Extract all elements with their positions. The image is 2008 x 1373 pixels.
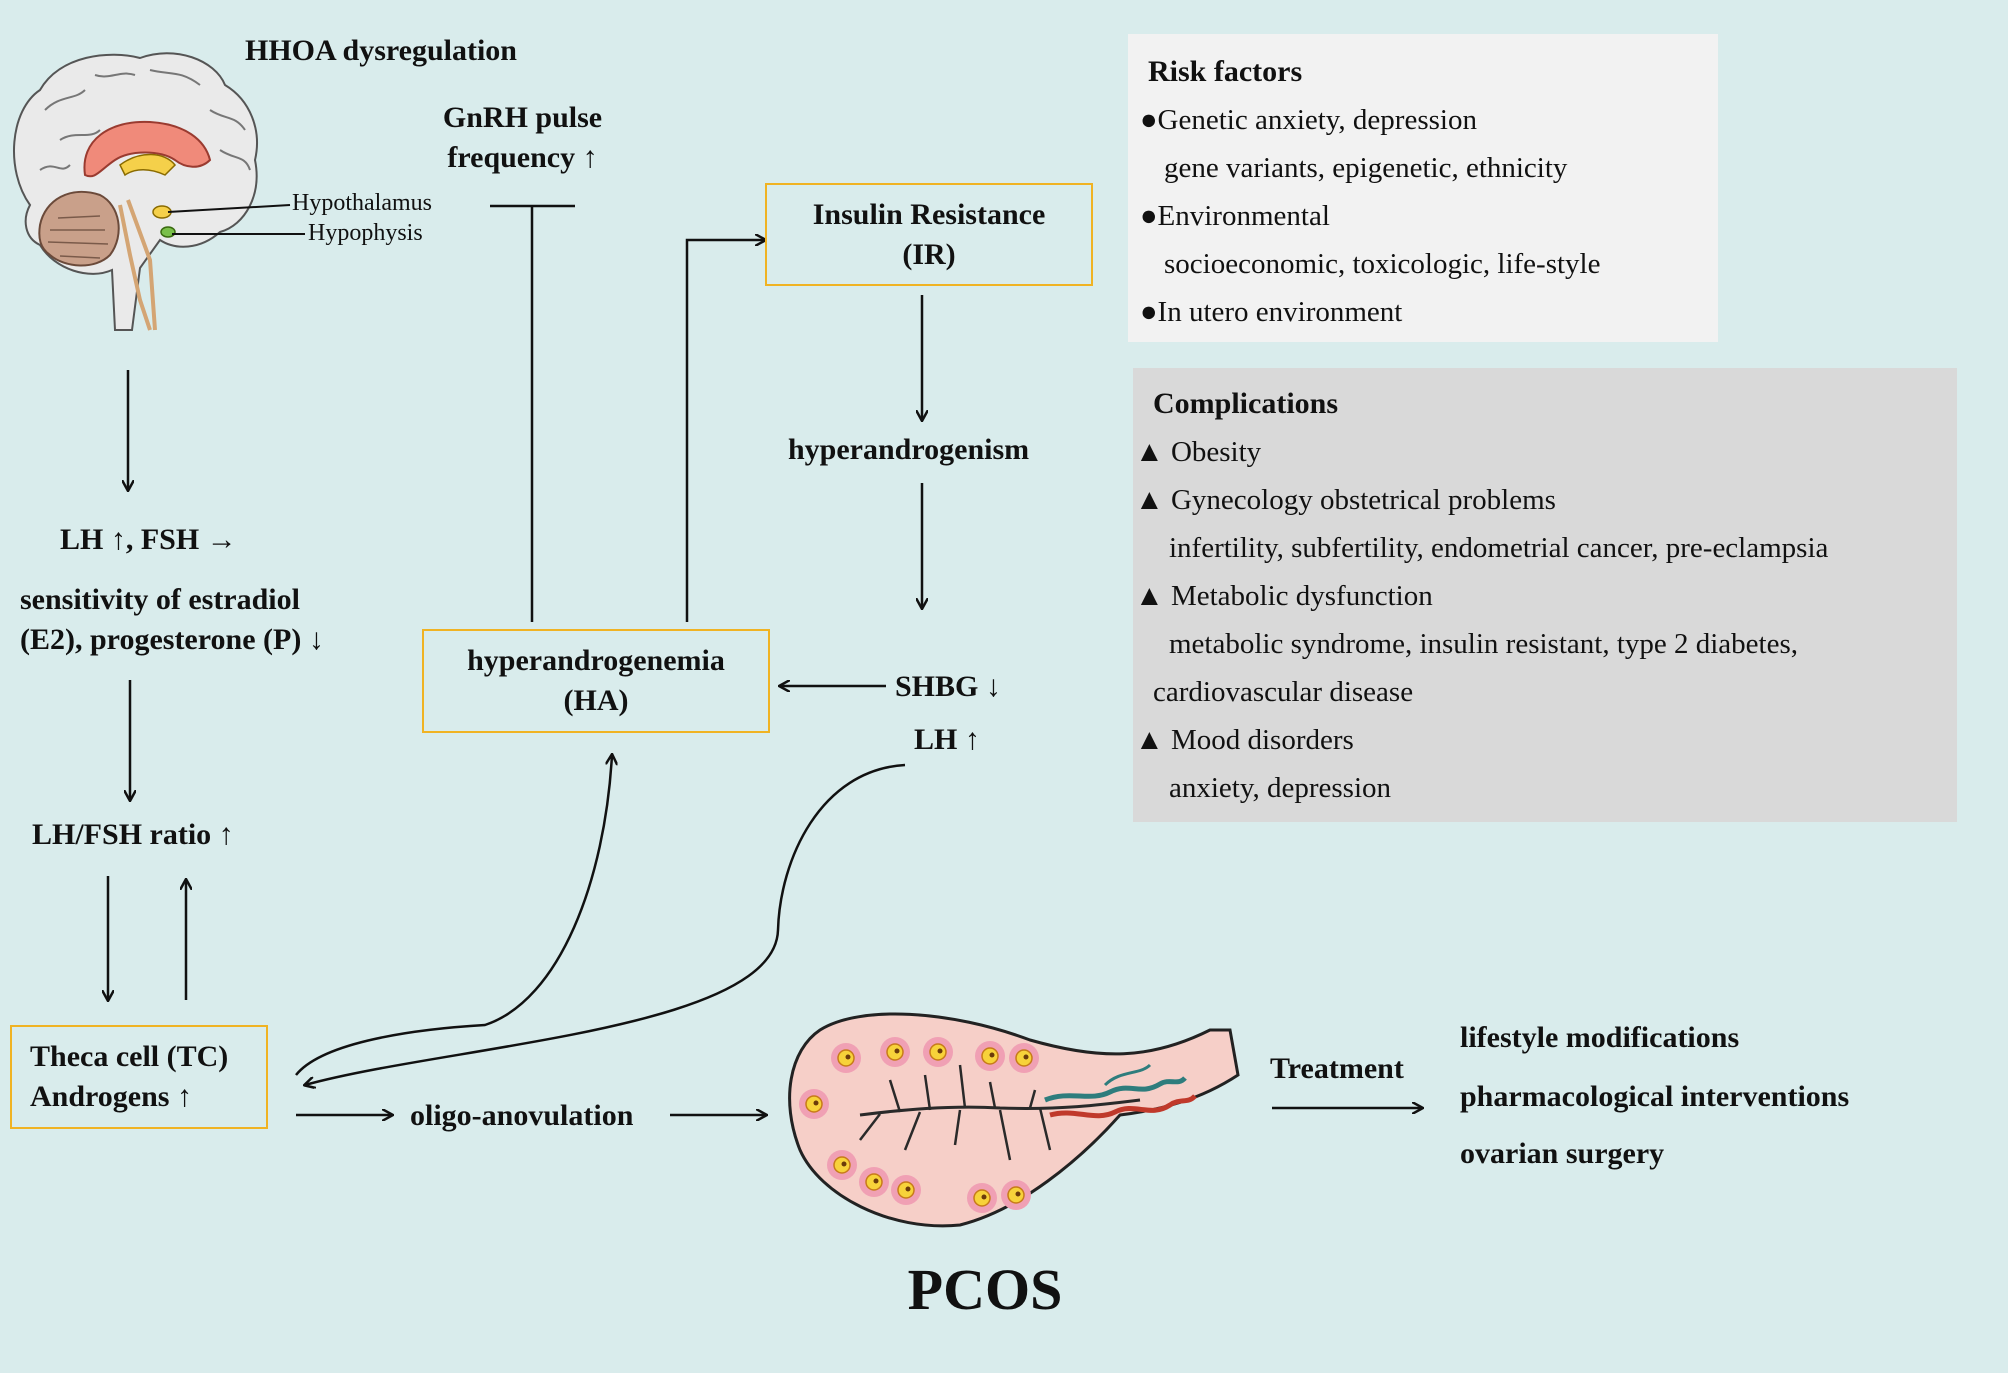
complication-item-3-sub-1: metabolic syndrome, insulin resistant, t… [1169, 628, 1799, 660]
theca-cell-box: Theca cell (TC) Androgens ↑ [10, 1025, 268, 1129]
theca-line2: Androgens ↑ [30, 1080, 192, 1113]
hyperandrogenemia-box: hyperandrogenemia (HA) [422, 629, 770, 733]
risk-item-1-main: Genetic anxiety, depression [1157, 104, 1477, 136]
triangle-icon: ▲ [1135, 436, 1164, 468]
hypothalamus-label: Hypothalamus [292, 190, 432, 216]
risk-item-2-sub: socioeconomic, toxicologic, life-style [1164, 248, 1601, 280]
pcos-title: PCOS [907, 1257, 1063, 1322]
brain-illustration [13, 52, 305, 331]
complication-item-1-main: Obesity [1170, 436, 1262, 468]
risk-item-1-sub: gene variants, epigenetic, ethnicity [1164, 152, 1568, 184]
triangle-icon: ▲ [1135, 484, 1164, 516]
triangle-icon: ▲ [1135, 724, 1164, 756]
oligo-anovulation-label: oligo-anovulation [410, 1099, 634, 1132]
complication-item-4-sub: anxiety, depression [1169, 772, 1392, 804]
bullet-icon: ● [1140, 200, 1158, 232]
complication-item-3-sub-2: cardiovascular disease [1153, 676, 1414, 708]
treatment-label: Treatment [1270, 1052, 1404, 1085]
lh-fsh-ratio-label: LH/FSH ratio ↑ [32, 818, 234, 851]
complication-item-3: ▲ Metabolic dysfunction [1135, 576, 1433, 616]
risk-factors-title: Risk factors [1148, 55, 1303, 88]
complications-title: Complications [1153, 387, 1339, 420]
risk-factors-panel: Risk factors ●Genetic anxiety, depressio… [1128, 34, 1718, 342]
lh-up-label: LH ↑ [914, 723, 980, 756]
ir-line2: (IR) [902, 237, 956, 271]
risk-item-2-main: Environmental [1157, 200, 1330, 232]
gnrh-label: GnRH pulse frequency ↑ [420, 98, 625, 178]
risk-item-3: ●In utero environment [1140, 292, 1402, 332]
complication-item-2-sub: infertility, subfertility, endometrial c… [1169, 532, 1829, 564]
shbg-label: SHBG ↓ [895, 670, 1001, 703]
complication-item-4: ▲ Mood disorders [1135, 720, 1354, 760]
risk-item-1: ●Genetic anxiety, depression [1140, 100, 1477, 140]
triangle-icon: ▲ [1135, 580, 1164, 612]
theca-line1: Theca cell (TC) [30, 1040, 229, 1073]
bullet-icon: ● [1140, 104, 1158, 136]
bullet-icon: ● [1140, 296, 1158, 328]
gnrh-line2: frequency ↑ [447, 141, 598, 174]
sensitivity-line2: (E2), progesterone (P) ↓ [20, 623, 324, 656]
ha-line1: hyperandrogenemia [467, 644, 725, 677]
complications-panel: Complications ▲ Obesity ▲ Gynecology obs… [1133, 368, 1957, 822]
treatment-item-2: pharmacological interventions [1460, 1080, 1850, 1113]
ha-line2: (HA) [563, 684, 629, 717]
ir-line1: Insulin Resistance [812, 197, 1046, 231]
hypophysis-label: Hypophysis [308, 220, 423, 246]
risk-item-2: ●Environmental [1140, 196, 1330, 236]
sensitivity-label: sensitivity of estradiol (E2), progester… [20, 580, 324, 660]
complication-item-1: ▲ Obesity [1135, 432, 1261, 472]
complication-item-2: ▲ Gynecology obstetrical problems [1135, 480, 1556, 520]
complication-item-3-main: Metabolic dysfunction [1170, 580, 1433, 612]
hhoa-dysregulation-label: HHOA dysregulation [245, 34, 517, 67]
sensitivity-line1: sensitivity of estradiol [20, 583, 300, 616]
risk-item-3-main: In utero environment [1157, 296, 1403, 328]
complication-item-2-main: Gynecology obstetrical problems [1170, 484, 1556, 516]
treatment-item-3: ovarian surgery [1460, 1137, 1665, 1170]
lh-fsh-label: LH ↑, FSH → [60, 523, 237, 556]
hyperandrogenism-label: hyperandrogenism [788, 433, 1030, 466]
ovary-illustration [788, 1012, 1240, 1228]
insulin-resistance-box: Insulin Resistance (IR) [765, 183, 1093, 286]
complication-item-4-main: Mood disorders [1170, 724, 1354, 756]
treatment-item-1: lifestyle modifications [1460, 1021, 1740, 1054]
gnrh-line1: GnRH pulse [442, 101, 603, 134]
